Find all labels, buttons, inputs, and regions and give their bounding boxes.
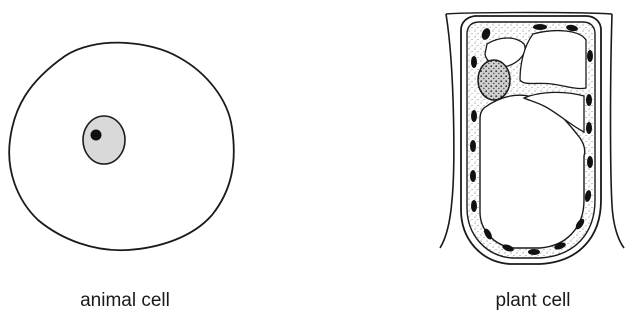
chloroplast xyxy=(470,170,476,182)
chloroplast xyxy=(587,156,593,168)
vacuole-upper-right xyxy=(520,31,586,89)
plant-cell xyxy=(440,13,624,265)
chloroplast xyxy=(470,140,476,152)
chloroplast xyxy=(528,249,540,255)
chloroplast xyxy=(587,50,593,62)
chloroplast xyxy=(471,56,477,68)
animal-cell-nucleolus xyxy=(91,130,102,141)
chloroplast xyxy=(471,110,477,122)
right-neighbour-wall xyxy=(611,14,625,248)
chloroplast xyxy=(586,94,592,106)
chloroplast xyxy=(586,122,592,134)
animal-cell-label: animal cell xyxy=(80,291,170,310)
chloroplast xyxy=(471,200,477,212)
plant-cell-nucleus xyxy=(478,60,510,100)
top-neighbour-wall xyxy=(446,13,612,15)
left-neighbour-wall xyxy=(440,14,454,248)
chloroplast xyxy=(533,24,547,30)
animal-cell xyxy=(9,43,234,251)
animal-cell-nucleus xyxy=(83,116,125,164)
plant-cell-label: plant cell xyxy=(496,291,571,310)
